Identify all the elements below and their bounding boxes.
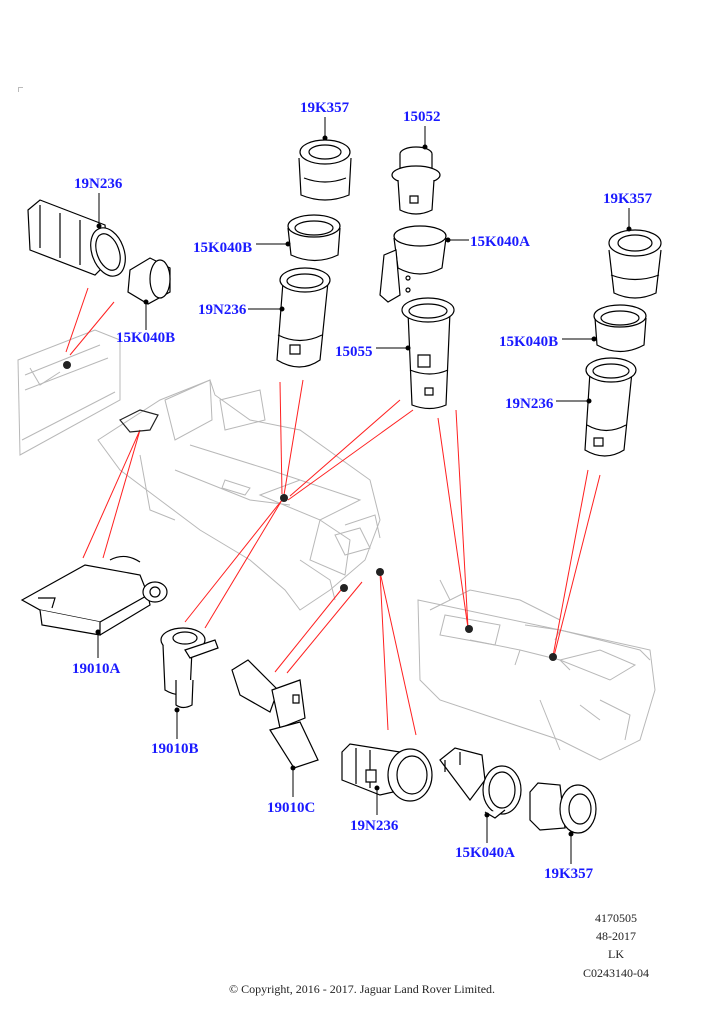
retaining-ring-part-top-left <box>128 258 170 304</box>
socket-cap-part-bottom <box>530 783 596 833</box>
socket-housing-part-top-left <box>28 200 132 281</box>
socket-location-marker <box>280 494 288 502</box>
pointer-line <box>82 429 141 559</box>
socket-cap-part-top-right <box>609 230 661 298</box>
pointer-line <box>552 469 589 657</box>
callout-19010c[interactable]: 19010C <box>267 800 316 816</box>
pointer-line <box>65 287 89 353</box>
pointer-line <box>553 474 601 657</box>
socket-housing-part-bottom <box>342 744 432 801</box>
pointer-line <box>379 571 417 736</box>
pointer-line <box>274 584 346 673</box>
pointer-line <box>184 499 283 623</box>
callout-15052[interactable]: 15052 <box>403 109 441 125</box>
pointer-line <box>279 381 283 495</box>
pointer-line <box>437 417 469 629</box>
pointer-line <box>455 409 469 629</box>
pointer-line <box>283 379 304 496</box>
copyright-notice: © Copyright, 2016 - 2017. Jaguar Land Ro… <box>228 982 496 996</box>
callout-15k040b-right[interactable]: 15K040B <box>499 334 559 350</box>
reference-number: 4170505 <box>595 911 637 925</box>
retaining-ring-part-top-center-left <box>288 215 340 261</box>
callout-19010b[interactable]: 19010B <box>151 741 199 757</box>
pointer-line <box>69 301 115 356</box>
leader-lines <box>95 117 632 864</box>
callout-19n236-bottom[interactable]: 19N236 <box>350 818 399 834</box>
callout-15k040b-top-center-left[interactable]: 15K040B <box>193 240 253 256</box>
socket-housing-part-top-center-left <box>277 268 330 367</box>
callout-19n236-top-left[interactable]: 19N236 <box>74 176 123 192</box>
usb-socket-part <box>161 628 218 708</box>
socket-location-marker <box>63 361 71 369</box>
callout-19k357-top-center-left[interactable]: 19K357 <box>300 100 350 116</box>
socket-location-marker <box>465 625 473 633</box>
callout-19n236-right[interactable]: 19N236 <box>505 396 554 412</box>
callout-19k357-bottom[interactable]: 19K357 <box>544 866 594 882</box>
socket-location-marker <box>549 653 557 661</box>
usb-hub-location <box>119 409 159 433</box>
socket-location-marker <box>376 568 384 576</box>
socket-cap-part-top-center-left <box>299 140 351 200</box>
pointer-lines <box>65 287 601 736</box>
callout-19n236-top-center-left[interactable]: 19N236 <box>198 302 247 318</box>
socket-housing-part-right <box>585 358 636 456</box>
pointer-line <box>102 429 141 559</box>
illustration-id: C0243140-04 <box>583 966 649 980</box>
usb-socket-flap-part <box>232 660 318 768</box>
cigar-lighter-element-part <box>392 147 440 214</box>
callout-15k040a-bottom[interactable]: 15K040A <box>455 845 515 861</box>
reference-initials: LK <box>608 947 624 961</box>
pointer-line <box>204 499 283 629</box>
pointer-line <box>287 409 414 501</box>
retaining-ring-bracket-part-bottom <box>440 748 521 818</box>
callout-19k357-top-right[interactable]: 19K357 <box>603 191 653 207</box>
cigar-lighter-socket-part <box>402 298 454 409</box>
pointer-line <box>379 571 389 731</box>
callout-15k040a-top[interactable]: 15K040A <box>470 234 530 250</box>
pointer-line <box>289 399 401 497</box>
callout-15055[interactable]: 15055 <box>335 344 373 360</box>
glovebox-context-outline <box>17 329 121 456</box>
retaining-ring-bracket-part-top <box>380 226 446 302</box>
pointer-line <box>286 581 363 674</box>
page-corner-mark <box>18 87 23 92</box>
reference-date-code: 48-2017 <box>596 929 636 943</box>
socket-location-marker <box>340 584 348 592</box>
usb-hub-module-part <box>22 556 167 635</box>
rear-console-context-outline <box>417 579 656 761</box>
front-console-context-outline <box>97 379 381 611</box>
callout-19010a[interactable]: 19010A <box>72 661 121 677</box>
retaining-ring-part-right <box>594 305 646 352</box>
callout-15k040b-top-left[interactable]: 15K040B <box>116 330 176 346</box>
socket-locations <box>63 361 557 661</box>
